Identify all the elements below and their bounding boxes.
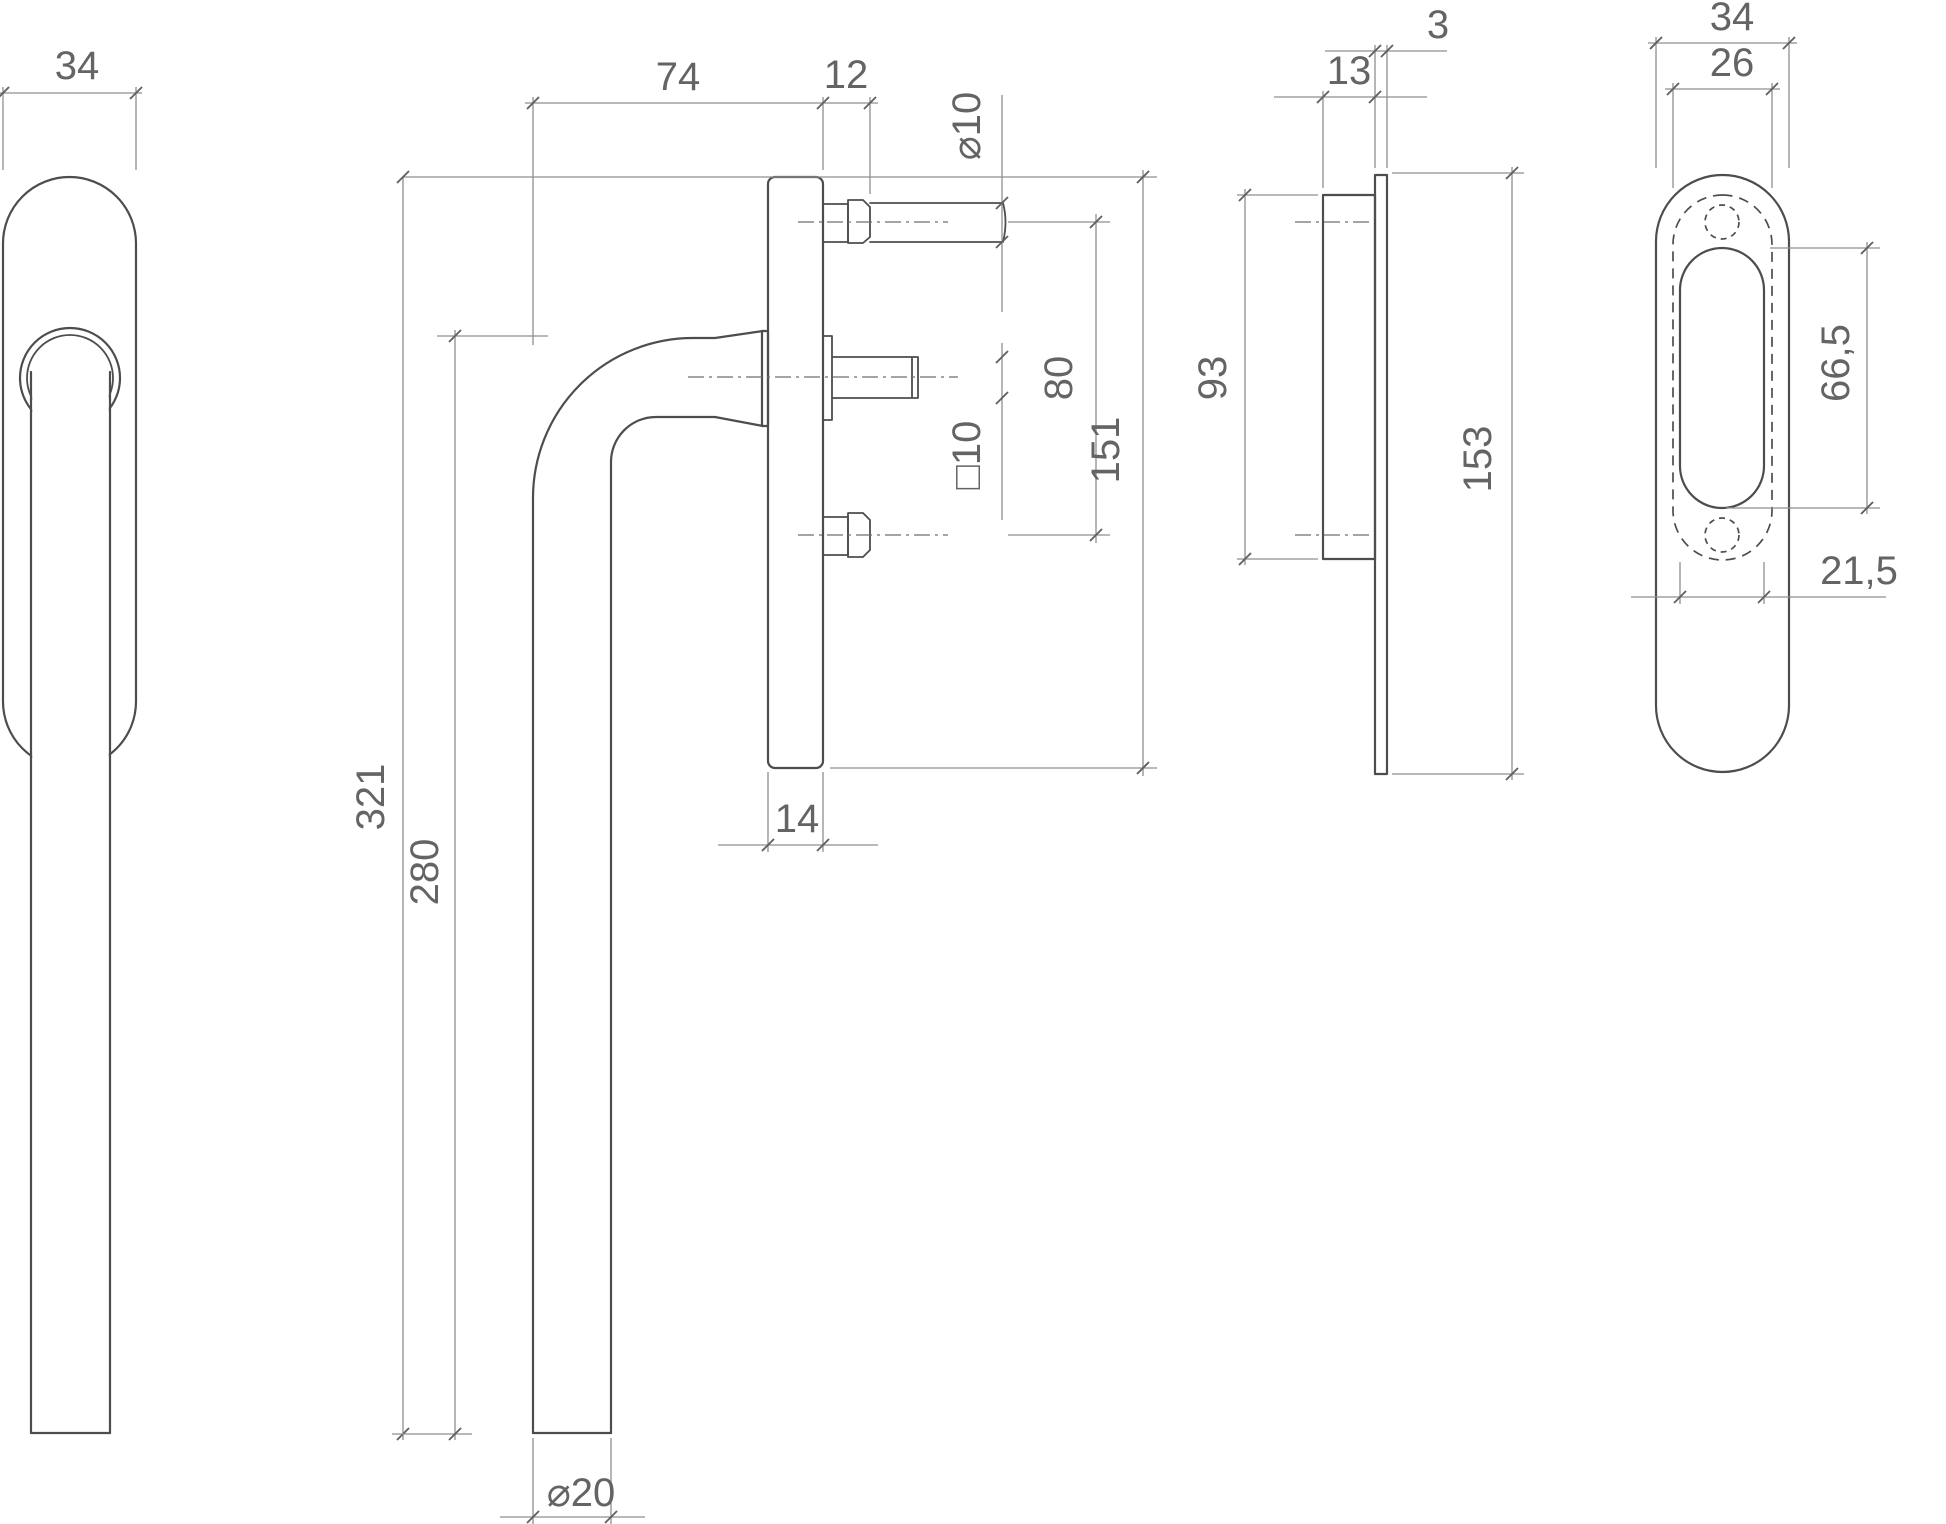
- front-view: 34: [0, 44, 143, 1435]
- dim-spindle-square: □10: [945, 343, 1009, 520]
- dim-grip-length: 280: [392, 329, 548, 1441]
- dim-label-cover-height: 93: [1191, 356, 1235, 401]
- back-plate-view: 34 26 66,5 21,5: [1631, 0, 1898, 774]
- dim-label-rosette-width: 34: [1710, 0, 1755, 39]
- dim-label-cover-thickness: 13: [1327, 49, 1372, 93]
- side-grip-outer-contour: [531, 329, 765, 1435]
- dim-rosette-inner-width: 26: [1665, 41, 1780, 188]
- dim-label-recess-width: 21,5: [1820, 549, 1898, 593]
- dim-label-plate-thickness: 14: [775, 797, 820, 841]
- back-top-screw-hole: [1704, 204, 1740, 240]
- dim-rod-diameter: ⌀10: [945, 92, 1009, 312]
- back-bottom-screw-hole: [1704, 517, 1740, 553]
- dim-plate-thickness: 14: [718, 772, 878, 852]
- side-centerlines: [688, 221, 958, 536]
- back-hidden-cover-contour: [1672, 194, 1773, 561]
- side-spindle-shaft: [831, 356, 919, 399]
- dim-label-recess-height: 66,5: [1814, 324, 1858, 402]
- side-view: 74 12 ⌀10 □10 80 1: [349, 53, 1157, 1524]
- edge-base-plate: [1373, 173, 1389, 776]
- side-bottom-screw-base: [822, 516, 849, 556]
- side-bottom-screw-head: [847, 512, 871, 558]
- back-recess: [1678, 246, 1766, 510]
- dim-grip-diameter: ⌀20: [500, 1438, 645, 1524]
- dim-label-hole-spacing: 80: [1037, 356, 1081, 401]
- side-plate: [766, 175, 825, 770]
- edge-outline: [1295, 173, 1389, 776]
- dim-label-spindle-square: □10: [945, 421, 989, 490]
- dim-label-screw-neck: 12: [824, 53, 869, 97]
- dim-base-thickness: 3: [1325, 3, 1449, 168]
- dim-rosette-width: 34: [1648, 0, 1797, 168]
- dim-hole-spacing: 80: [1008, 214, 1110, 543]
- dim-label-front-width: 34: [55, 44, 100, 88]
- dim-label-base-height: 153: [1456, 426, 1500, 493]
- dim-plate-height: 151: [402, 170, 1157, 776]
- dim-label-overall-height: 321: [349, 764, 393, 831]
- side-grip-inner-contour: [609, 415, 765, 1435]
- dim-recess-height: 66,5: [1726, 241, 1880, 515]
- side-spindle-flange: [822, 335, 833, 421]
- dim-label-grip-length: 280: [403, 839, 447, 906]
- front-handle-outline: [1, 175, 138, 1435]
- dim-label-plate-height: 151: [1084, 417, 1128, 484]
- back-plate-outline: [1654, 173, 1791, 774]
- dim-cover-height: 93: [1191, 188, 1318, 566]
- dim-base-height: 153: [1392, 166, 1524, 781]
- dim-label-grip-depth: 74: [656, 55, 701, 99]
- dim-front-width: 34: [0, 44, 143, 170]
- dim-label-rod-diameter: ⌀10: [945, 92, 989, 161]
- side-top-screw-base: [822, 203, 849, 243]
- dim-label-rosette-inner-width: 26: [1710, 41, 1755, 85]
- edge-view: 13 3 93 153: [1191, 3, 1524, 781]
- front-grip-mask: [32, 370, 109, 1432]
- side-handle-outline: [531, 175, 1007, 1435]
- dim-label-base-thickness: 3: [1427, 3, 1449, 47]
- edge-cover-block: [1321, 193, 1377, 561]
- dim-grip-depth-and-neck: 74 12: [525, 53, 878, 345]
- back-rosette-plate: [1654, 173, 1791, 774]
- dim-recess-width: 21,5: [1631, 549, 1898, 604]
- side-top-screw-head: [847, 199, 871, 244]
- dim-overall-height: 321: [349, 170, 410, 1441]
- dim-cover-thickness: 13: [1274, 45, 1427, 188]
- dim-label-grip-diameter: ⌀20: [547, 1471, 616, 1515]
